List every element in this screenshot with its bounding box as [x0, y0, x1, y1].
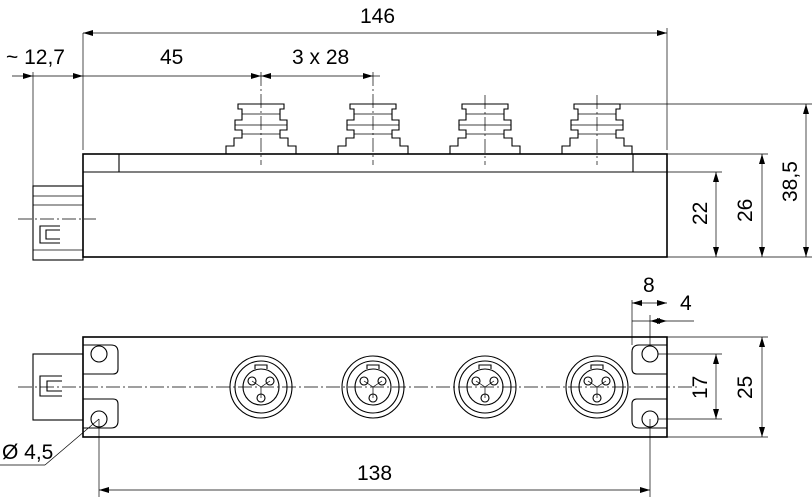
dim-overall-length: 146 — [82, 5, 668, 150]
mounting-hole-bottom-right — [631, 398, 667, 429]
dim-height-total-label: 38,5 — [779, 161, 802, 202]
dim-pitch-label: 3 x 28 — [292, 46, 349, 69]
side-cable-outlet — [18, 185, 96, 261]
connector-face-1 — [229, 355, 293, 419]
side-connector-4 — [561, 95, 633, 165]
side-connector-2 — [337, 72, 409, 165]
dim-overall-length-label: 146 — [360, 5, 395, 28]
top-view: 8 4 17 25 138 — [0, 274, 768, 497]
mounting-hole-top-right — [631, 344, 667, 375]
dim-height-body-label: 22 — [689, 202, 712, 225]
dim-connector-spacing: 45 3 x 28 — [83, 46, 380, 79]
dim-hole-spacing-label: 17 — [689, 376, 712, 399]
side-housing — [82, 153, 668, 258]
dim-heights: 22 26 38,5 — [620, 103, 812, 258]
side-connector-1 — [225, 72, 297, 165]
connector-face-3 — [453, 355, 517, 419]
dim-hole-edge-label: 8 — [643, 274, 655, 297]
dim-hole-diameter: Ø 4,5 — [0, 418, 100, 466]
dim-width: 17 25 — [658, 336, 768, 438]
dim-hole-center-label: 4 — [680, 292, 692, 315]
top-cable-outlet — [32, 353, 84, 421]
dim-height-flange-label: 26 — [734, 199, 757, 222]
dim-hole-pitch-label: 138 — [357, 462, 392, 485]
dim-cable-offset-label: ~ 12,7 — [6, 46, 65, 69]
mounting-hole-bottom-left — [83, 398, 119, 429]
dim-hole-pitch: 138 — [98, 419, 651, 497]
dim-hole-edge: 8 4 — [631, 274, 694, 345]
side-connector-3 — [449, 95, 521, 165]
connector-face-2 — [341, 355, 405, 419]
dim-width-label: 25 — [734, 376, 757, 399]
side-view: 146 ~ 12,7 45 3 x 28 — [6, 5, 812, 261]
mounting-hole-top-left — [83, 344, 119, 375]
dim-cable-offset: ~ 12,7 — [6, 46, 83, 186]
dim-first-connector-label: 45 — [160, 46, 183, 69]
dim-hole-diameter-label: Ø 4,5 — [2, 441, 53, 464]
connector-face-4 — [565, 355, 629, 419]
